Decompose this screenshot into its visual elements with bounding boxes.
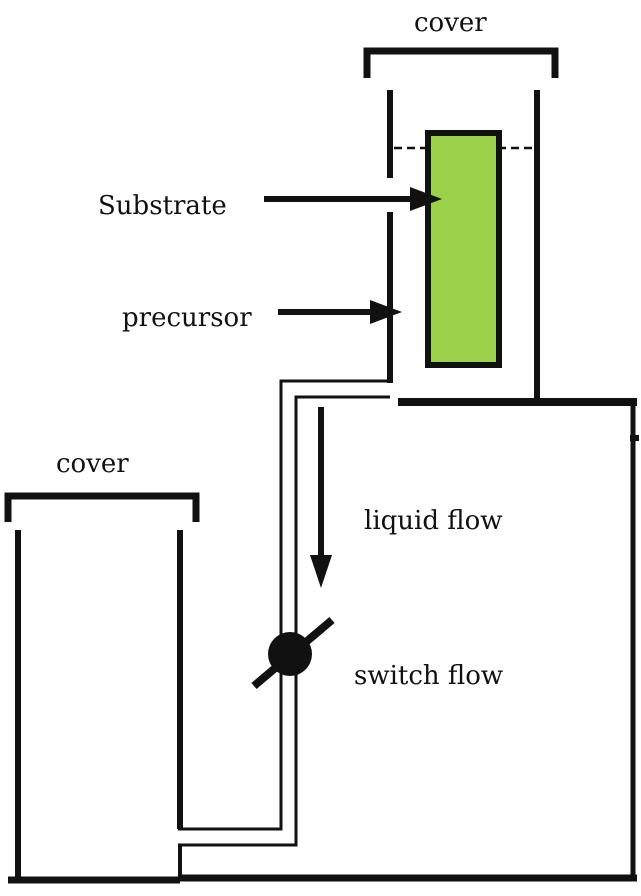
main-reservoir xyxy=(178,398,639,882)
liquid-flow-arrow xyxy=(310,407,332,588)
top-cover xyxy=(363,47,559,78)
switch-flow-label: switch flow xyxy=(354,661,504,691)
precursor-label: precursor xyxy=(122,303,252,333)
substrate-slab xyxy=(425,130,502,368)
left-cover xyxy=(4,492,200,522)
left-vessel xyxy=(8,530,183,884)
left-cover-label: cover xyxy=(56,449,129,479)
top-cover-label: cover xyxy=(414,8,487,38)
liquid-flow-label: liquid flow xyxy=(364,506,503,536)
precursor-arrow xyxy=(278,300,402,324)
substrate-arrow xyxy=(264,187,442,211)
connecting-pipe xyxy=(178,379,390,847)
switch-valve xyxy=(251,616,335,690)
substrate-label: Substrate xyxy=(98,191,227,221)
